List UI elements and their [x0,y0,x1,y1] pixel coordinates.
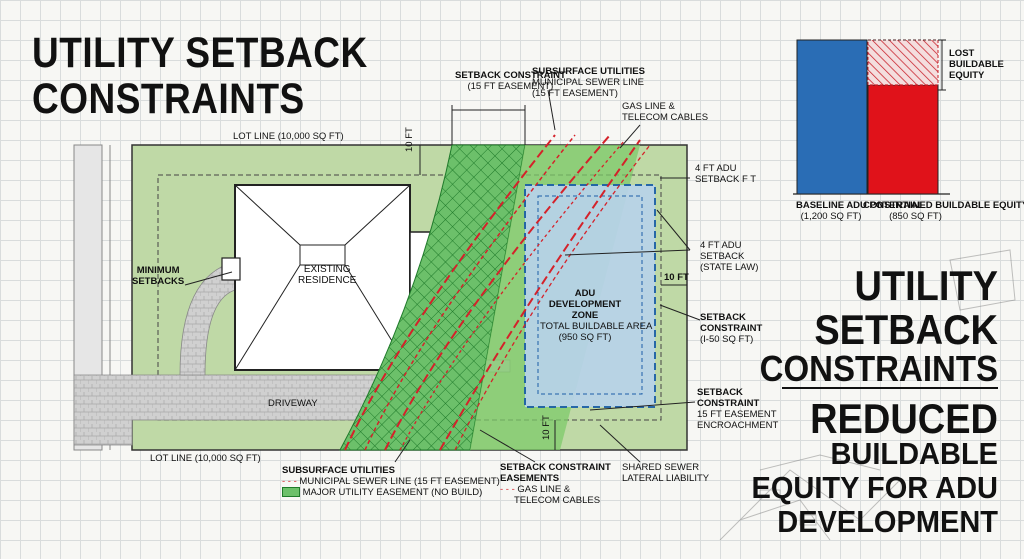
adu-zone [524,184,656,408]
shared-sewer-label: SHARED SEWER LATERAL LIABILITY [622,462,710,484]
bar-1 [867,84,939,195]
headline-line-2: SETBACK [814,307,998,354]
headline-line-3: CONSTRAINTS [759,347,998,389]
easement-swatch-icon [282,487,300,498]
headline-line-1: UTILITY [854,263,998,310]
ten-ft-right-label: 10 FT [664,272,689,283]
lot-line-top-label: LOT LINE (10,000 SQ FT) [233,131,344,142]
driveway-label: DRIVEWAY [268,398,318,409]
min-setbacks-label: MINIMUM SETBACKS [132,265,185,287]
setback-line [157,174,662,421]
equity-bar-chart [796,39,939,195]
headline-line-5: BUILDABLE [830,437,998,472]
headline-line-4: REDUCED [810,396,998,443]
utility-easement [339,144,526,451]
legend-subsurface: SUBSURFACE UTILITIES - - - MUNICIPAL SEW… [282,465,500,498]
setback-right-label: SETBACK CONSTRAINT (I-50 SQ FT) [700,312,763,345]
headline-line-7: DEVELOPMENT [777,505,998,540]
existing-residence-label: EXISTING RESIDENCE [298,264,357,286]
bar-0 [796,39,868,195]
setback-constraint-top-label: SETBACK CONSTRAINT (15 FT EASEMENT) [455,70,566,92]
bar-lost-equity [867,39,939,86]
bar-label-constrained: CONSTRAINED BUILDABLE EQUITY (850 SQ FT) [863,200,1024,222]
ten-ft-bottom-label: 10 FT [541,415,552,440]
adu-setback-2-label: 4 FT ADU SETBACK (STATE LAW) [700,240,759,273]
adu-setback-1-label: 4 FT ADU SETBACK F T [695,163,757,185]
lot-line-bottom-label: LOT LINE (10,000 SQ FT) [150,453,261,464]
utility-lines [344,134,651,451]
subsurface-top-label: SUBSURFACE UTILITIES MUNICIPAL SEWER LIN… [532,66,645,99]
headline-divider [782,387,998,389]
bar-label-baseline: BASELINE ADU POTENTIAL (1,200 SQ FT) [796,200,924,222]
adu-zone-label: ADU DEVELOPMENT ZONE TOTAL BUILDABLE ARE… [540,288,653,343]
legend-setback: SETBACK CONSTRAINT EASEMENTS - - - GAS L… [500,462,611,506]
headline-line-6: EQUITY FOR ADU [751,471,998,506]
setback-encroachment-label: SETBACK CONSTRAINT 15 FT EASEMENT ENCROA… [697,387,779,431]
page-title: UTILITY SETBACK CONSTRAINTS [32,28,368,122]
lost-equity-label: LOST BUILDABLE EQUITY [949,48,1004,81]
map-sketch [719,249,1016,541]
ten-ft-top-label: 10 FT [404,127,415,152]
gas-line-top-label: GAS LINE & TELECOM CABLES [622,101,709,123]
